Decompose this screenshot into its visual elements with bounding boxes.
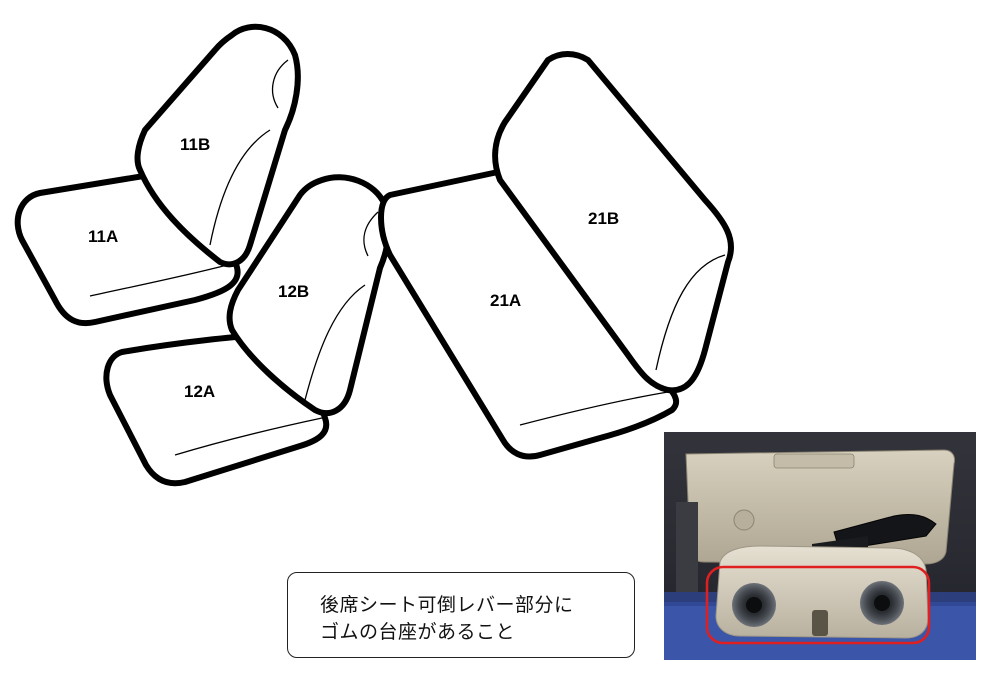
seat-11b-headrest-line <box>271 59 289 109</box>
seat-11a-front-edge <box>89 262 236 297</box>
seat-label-11b: 11B <box>180 135 210 154</box>
seat-11b-backrest <box>134 23 301 268</box>
seat-11: 11A 11B <box>14 23 301 327</box>
seat-label-11a: 11A <box>88 227 118 246</box>
note-line-1: 後席シート可倒レバー部分に <box>320 594 574 616</box>
lever-photo-illustration <box>664 432 976 660</box>
seat-label-12a: 12A <box>184 382 215 401</box>
seat-11b-side-bolster <box>209 129 271 246</box>
seat-21b-side-bolster <box>655 254 726 371</box>
note-box: 後席シート可倒レバー部分に ゴムの台座があること <box>287 572 635 658</box>
seat-label-12b: 12B <box>278 282 309 301</box>
seat-label-21b: 21B <box>588 209 619 228</box>
photo-highlight-frame <box>705 565 931 645</box>
note-line-2: ゴムの台座があること <box>320 621 516 643</box>
seat-12a-front-edge <box>174 417 323 456</box>
seat-12b-headrest-line <box>363 211 379 257</box>
seat-12: 12A 12B <box>103 174 392 487</box>
seat-21a-front-edge <box>519 391 669 426</box>
seat-12b-side-bolster <box>304 284 366 401</box>
lever-photo <box>664 432 976 660</box>
seat-21b-backrest <box>492 51 735 394</box>
seat-label-21a: 21A <box>490 291 521 310</box>
photo-bolt <box>733 509 755 531</box>
seat-21: 21A 21B <box>378 51 735 460</box>
